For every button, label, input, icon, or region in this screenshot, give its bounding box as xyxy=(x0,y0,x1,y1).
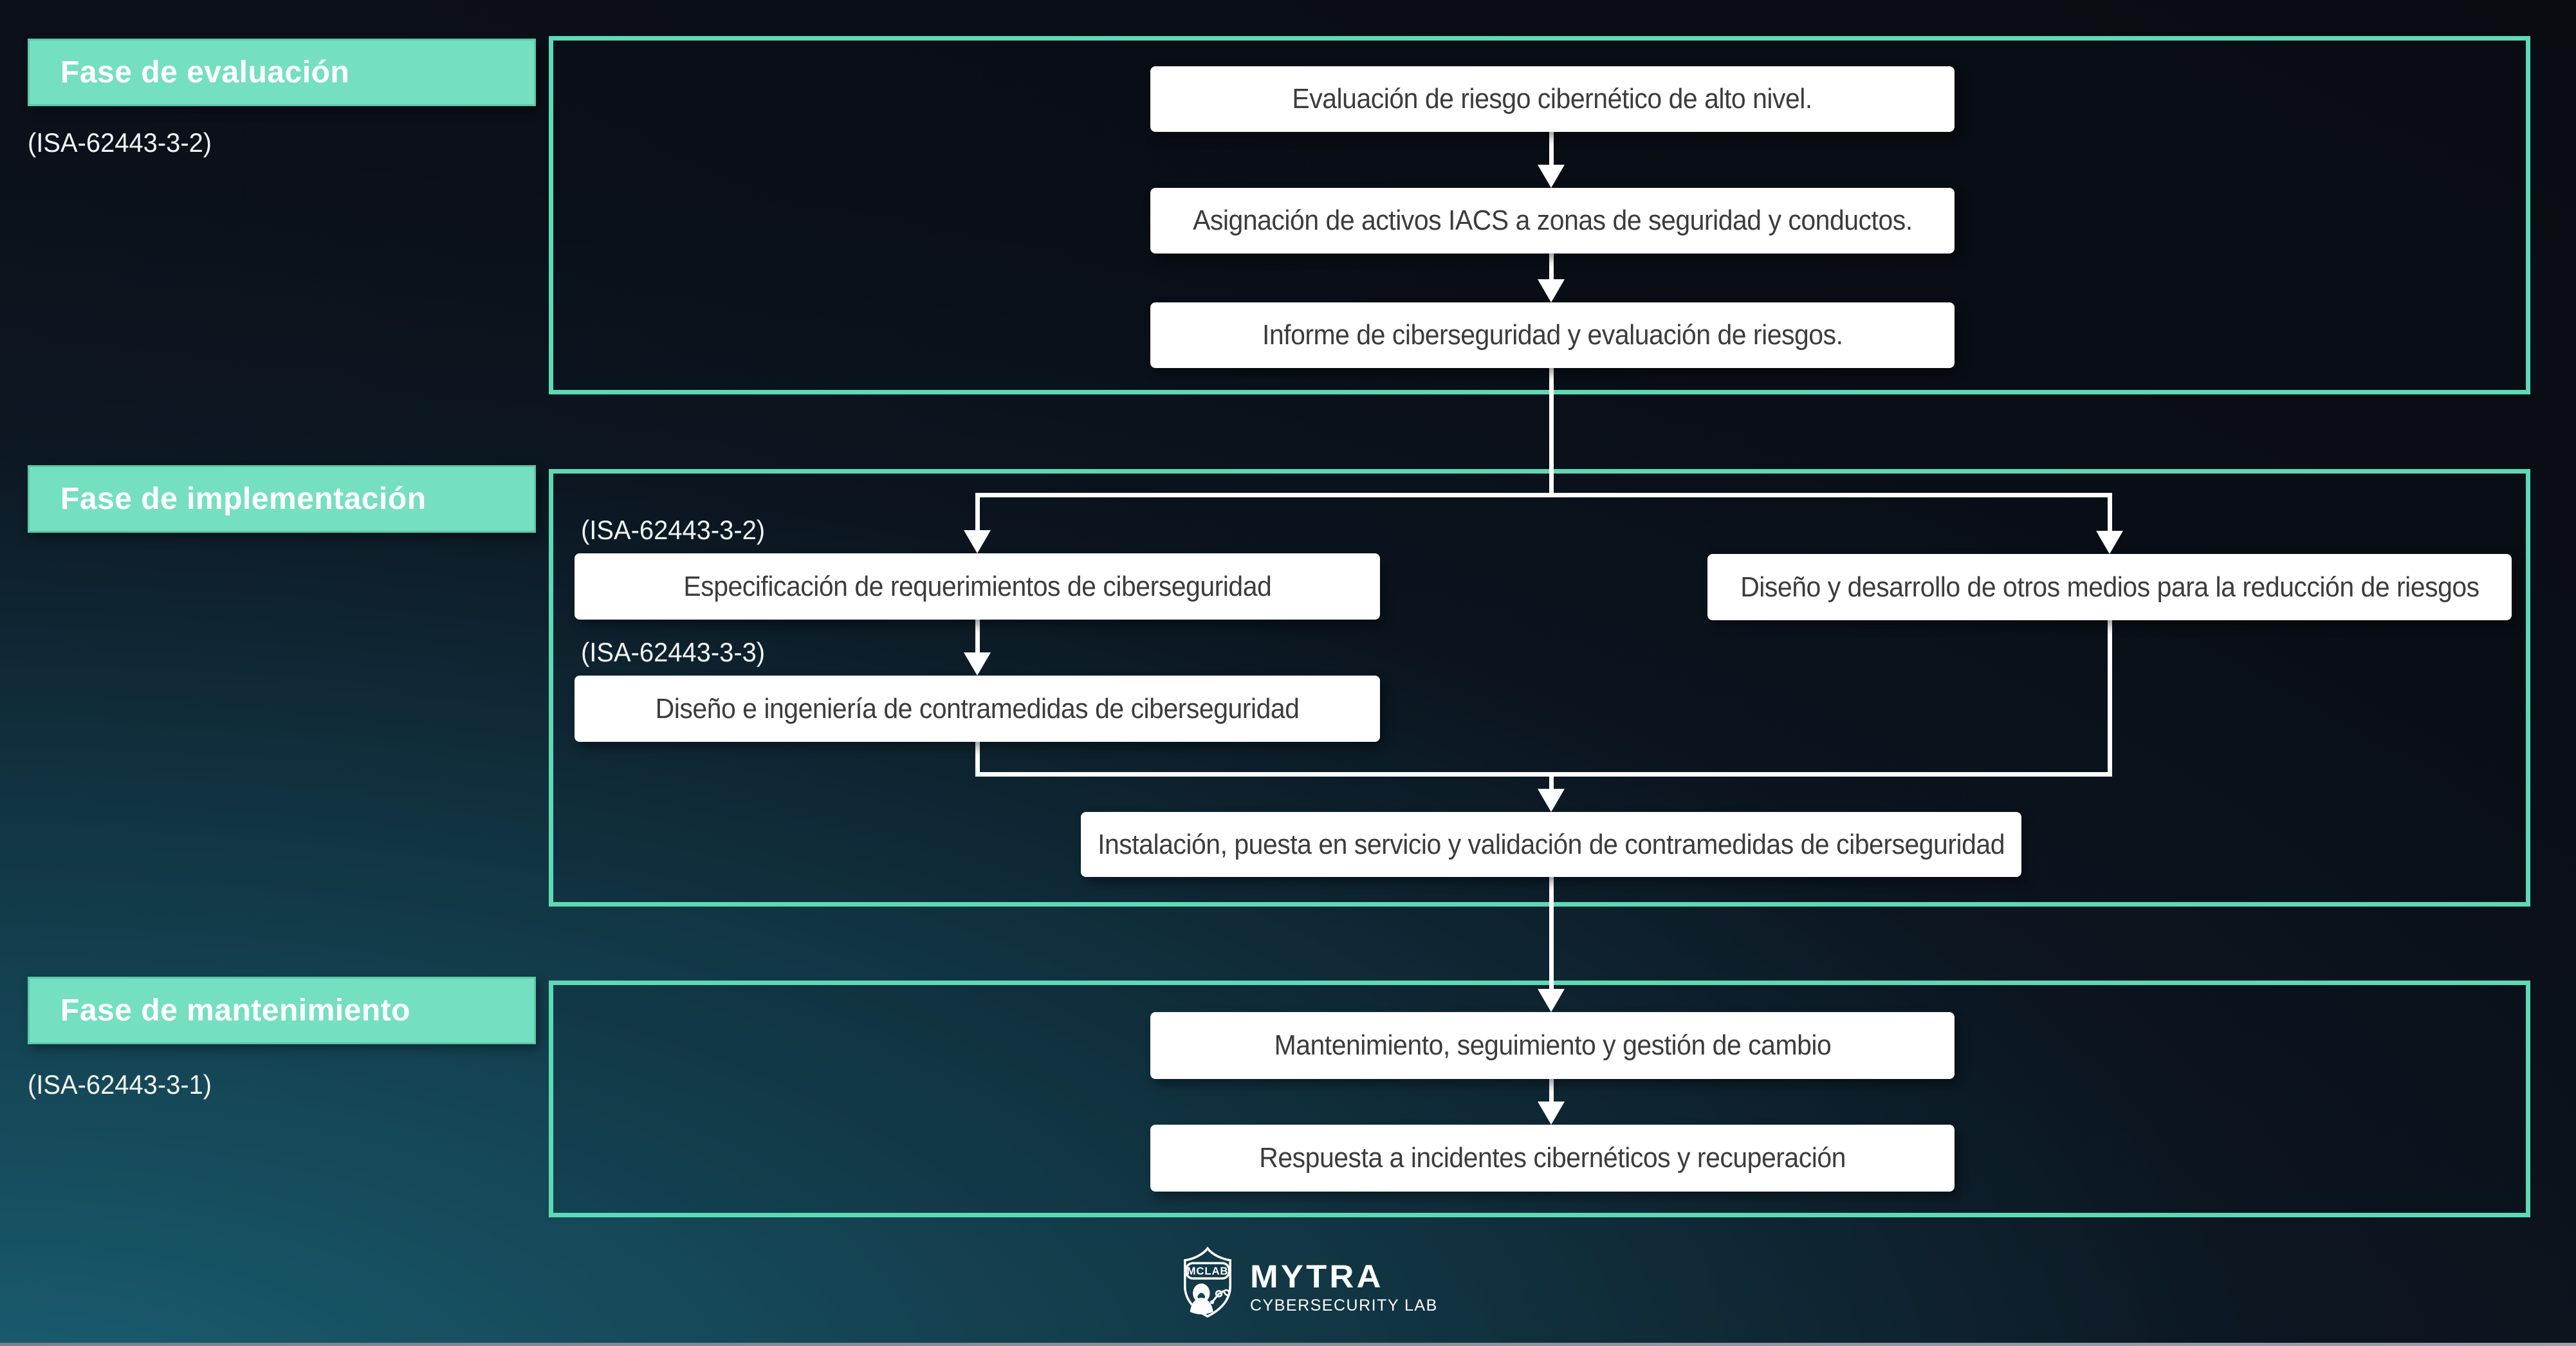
box-evaluacion-riesgo-text: Evaluación de riesgo cibernético de alto… xyxy=(1292,83,1813,115)
box-instalacion-validacion: Instalación, puesta en servicio y valida… xyxy=(1081,812,2021,877)
connector-merge-bar xyxy=(975,772,2112,777)
mclab-shield-icon: MCLAB xyxy=(1184,1246,1231,1318)
arrow-down-icon xyxy=(1538,1102,1565,1125)
arrow-down-icon xyxy=(2096,531,2123,554)
connector-eval-to-impl xyxy=(1549,368,1554,497)
phase-label-implementation-text: Fase de implementación xyxy=(60,482,427,516)
connector-design-to-merge xyxy=(975,742,980,777)
phase-label-maintenance: Fase de mantenimiento xyxy=(28,977,536,1044)
box-diseno-ingenieria-text: Diseño e ingeniería de contramedidas de … xyxy=(655,692,1300,724)
bottom-edge-line xyxy=(0,1343,2576,1346)
box-diseno-otros-medios: Diseño y desarrollo de otros medios para… xyxy=(1707,554,2512,620)
connector-maint-to-resp xyxy=(1549,1079,1554,1103)
box-informe-ciberseguridad-text: Informe de ciberseguridad y evaluación d… xyxy=(1262,319,1843,351)
arrow-down-icon xyxy=(1538,279,1565,302)
box-especificacion-requerimientos-text: Especificación de requerimientos de cibe… xyxy=(683,570,1271,602)
connector-split-bar xyxy=(975,493,2112,497)
connector-split-right xyxy=(2108,493,2112,532)
connector-install-to-maint xyxy=(1549,877,1554,990)
logo-tagline: CYBERSECURITY LAB xyxy=(1250,1296,1438,1314)
arrow-down-icon xyxy=(964,530,991,553)
connector-other-to-merge xyxy=(2108,620,2112,777)
box-mantenimiento-gestion-text: Mantenimiento, seguimiento y gestión de … xyxy=(1274,1029,1831,1061)
phase-label-evaluation-text: Fase de evaluación xyxy=(60,55,350,89)
standard-ref-design: (ISA-62443-3-3) xyxy=(581,637,766,667)
connector-spec-to-design xyxy=(975,620,980,654)
box-diseno-otros-medios-text: Diseño y desarrollo de otros medios para… xyxy=(1740,571,2479,603)
logo-brand: MYTRA xyxy=(1250,1258,1384,1295)
box-respuesta-incidentes-text: Respuesta a incidentes cibernéticos y re… xyxy=(1259,1142,1846,1174)
connector-eval-2-3 xyxy=(1549,254,1554,281)
arrow-down-icon xyxy=(964,652,991,676)
box-mantenimiento-gestion: Mantenimiento, seguimiento y gestión de … xyxy=(1150,1012,1955,1079)
connector-merge-to-install xyxy=(1549,772,1554,790)
box-evaluacion-riesgo: Evaluación de riesgo cibernético de alto… xyxy=(1150,66,1955,132)
box-informe-ciberseguridad: Informe de ciberseguridad y evaluación d… xyxy=(1150,302,1955,368)
standard-ref-maintenance: (ISA-62443-3-1) xyxy=(28,1069,212,1100)
box-instalacion-validacion-text: Instalación, puesta en servicio y valida… xyxy=(1098,828,2005,860)
logo-text: MYTRA CYBERSECURITY LAB xyxy=(1250,1246,1438,1320)
arrow-down-icon xyxy=(1538,989,1565,1012)
phase-label-implementation: Fase de implementación xyxy=(28,465,536,533)
arrow-down-icon xyxy=(1538,165,1565,188)
box-respuesta-incidentes: Respuesta a incidentes cibernéticos y re… xyxy=(1150,1125,1955,1192)
box-asignacion-activos-text: Asignación de activos IACS a zonas de se… xyxy=(1192,205,1913,236)
standard-ref-evaluation: (ISA-62443-3-2) xyxy=(28,127,212,158)
arrow-down-icon xyxy=(1538,789,1565,812)
box-especificacion-requerimientos: Especificación de requerimientos de cibe… xyxy=(575,553,1380,620)
phase-label-evaluation: Fase de evaluación xyxy=(28,39,536,106)
box-asignacion-activos: Asignación de activos IACS a zonas de se… xyxy=(1150,188,1955,254)
standard-ref-spec: (ISA-62443-3-2) xyxy=(581,515,766,545)
connector-split-left xyxy=(975,493,980,531)
phase-label-maintenance-text: Fase de mantenimiento xyxy=(60,993,410,1028)
box-diseno-ingenieria: Diseño e ingeniería de contramedidas de … xyxy=(575,676,1380,742)
connector-eval-1-2 xyxy=(1549,132,1554,166)
mclab-shield-text: MCLAB xyxy=(1187,1265,1229,1277)
mytra-logo: MCLAB MYTRA CYBERSECURITY LAB xyxy=(1179,1246,1438,1320)
